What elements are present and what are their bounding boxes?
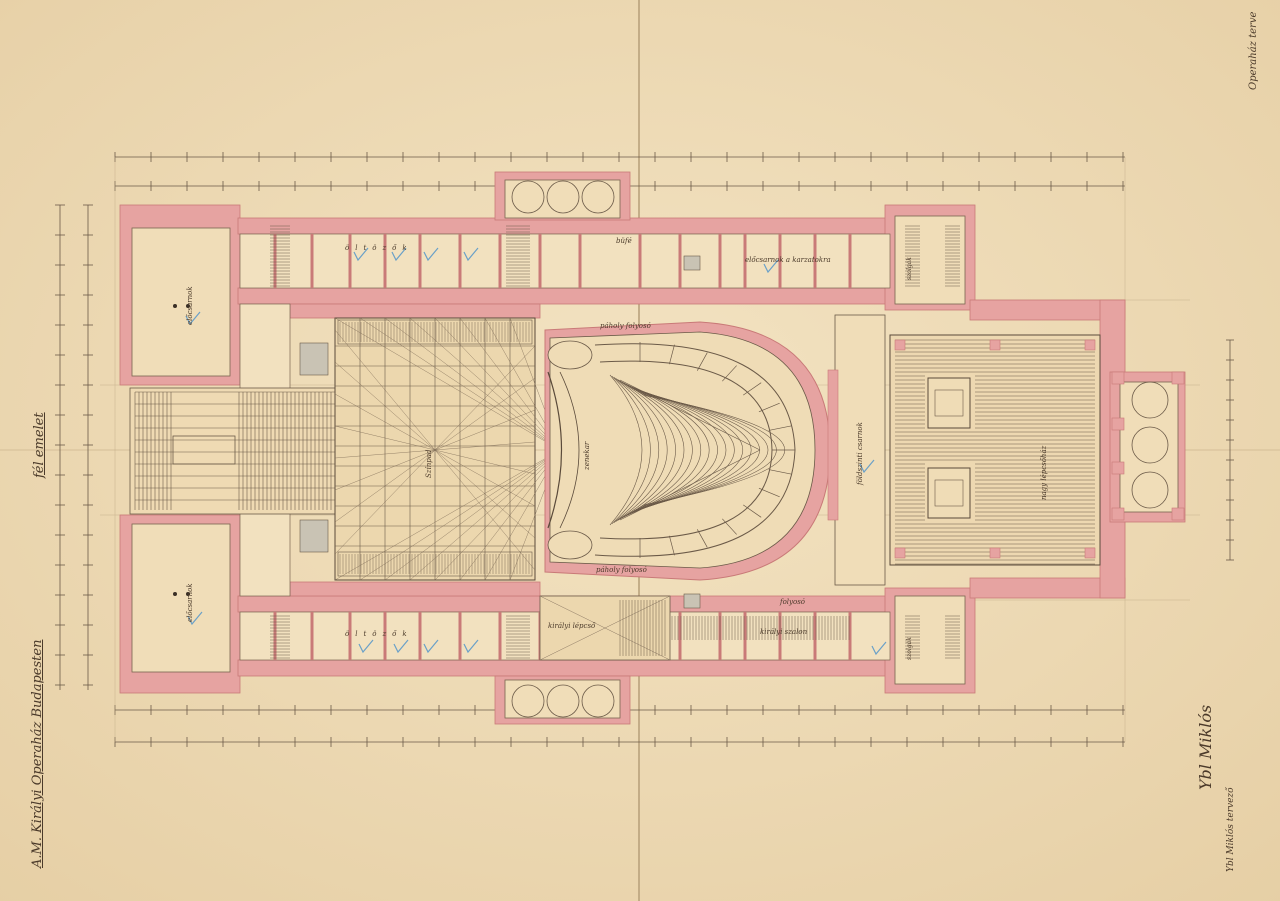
label-dressing-bottom: öltözők — [345, 629, 413, 638]
label-dressing-top: öltözők — [345, 243, 413, 252]
signature-note: Ybl Miklós tervező — [1226, 787, 1236, 872]
pencil-checkmarks — [185, 247, 887, 656]
sheet-floor-label: fél emelet — [32, 412, 47, 478]
royal-stair — [539, 595, 850, 661]
corner-note: Operaház terve — [1248, 11, 1259, 90]
label-corridor-bottom: páholy folyosó — [596, 566, 647, 574]
label-buffet-top: büfé — [616, 237, 632, 245]
room-labels: páholy folyosó páholy folyosó előcsarnok… — [345, 237, 831, 638]
sheet-title: A.M. Királyi Operaház Budapesten — [30, 639, 45, 868]
front-hall — [827, 314, 886, 586]
label-corridor-top: páholy folyosó — [600, 322, 651, 330]
signature-main: Ybl Miklós — [1196, 704, 1215, 790]
label-staff-bottom: szolgák — [906, 637, 913, 660]
room-interiors — [131, 179, 1179, 719]
label-royal-stair: királyi lépcső — [548, 621, 596, 630]
label-side-hall-top: előcsarnok a karzatokra — [745, 255, 831, 264]
label-grand-hall: nagy lépcsőház — [1040, 445, 1048, 500]
auditorium — [544, 321, 831, 581]
room-strips — [239, 233, 891, 661]
stage-side-stairs — [299, 255, 701, 609]
left-stair-hall — [129, 387, 336, 515]
label-side-hall-bottom: folyosó — [779, 598, 805, 606]
bay-domes — [511, 180, 615, 718]
label-foyer-left-bottom: előcsarnok — [186, 583, 194, 622]
label-stage: Színpad — [425, 449, 433, 478]
grand-stair-hall — [889, 334, 1101, 566]
stage-area — [334, 317, 561, 581]
portico-columns — [1111, 371, 1185, 521]
pavilion-columns — [173, 304, 190, 596]
label-front-hall: földszinti csarnok — [856, 422, 864, 485]
portico-arcade — [1131, 381, 1169, 509]
label-proscenium: zenekar — [583, 441, 591, 470]
corner-stairs — [270, 225, 960, 659]
label-foyer-left-top: előcsarnok — [186, 286, 194, 325]
label-royal-salon: királyi szalon — [760, 628, 808, 636]
label-staff-top: szolgák — [906, 257, 913, 280]
